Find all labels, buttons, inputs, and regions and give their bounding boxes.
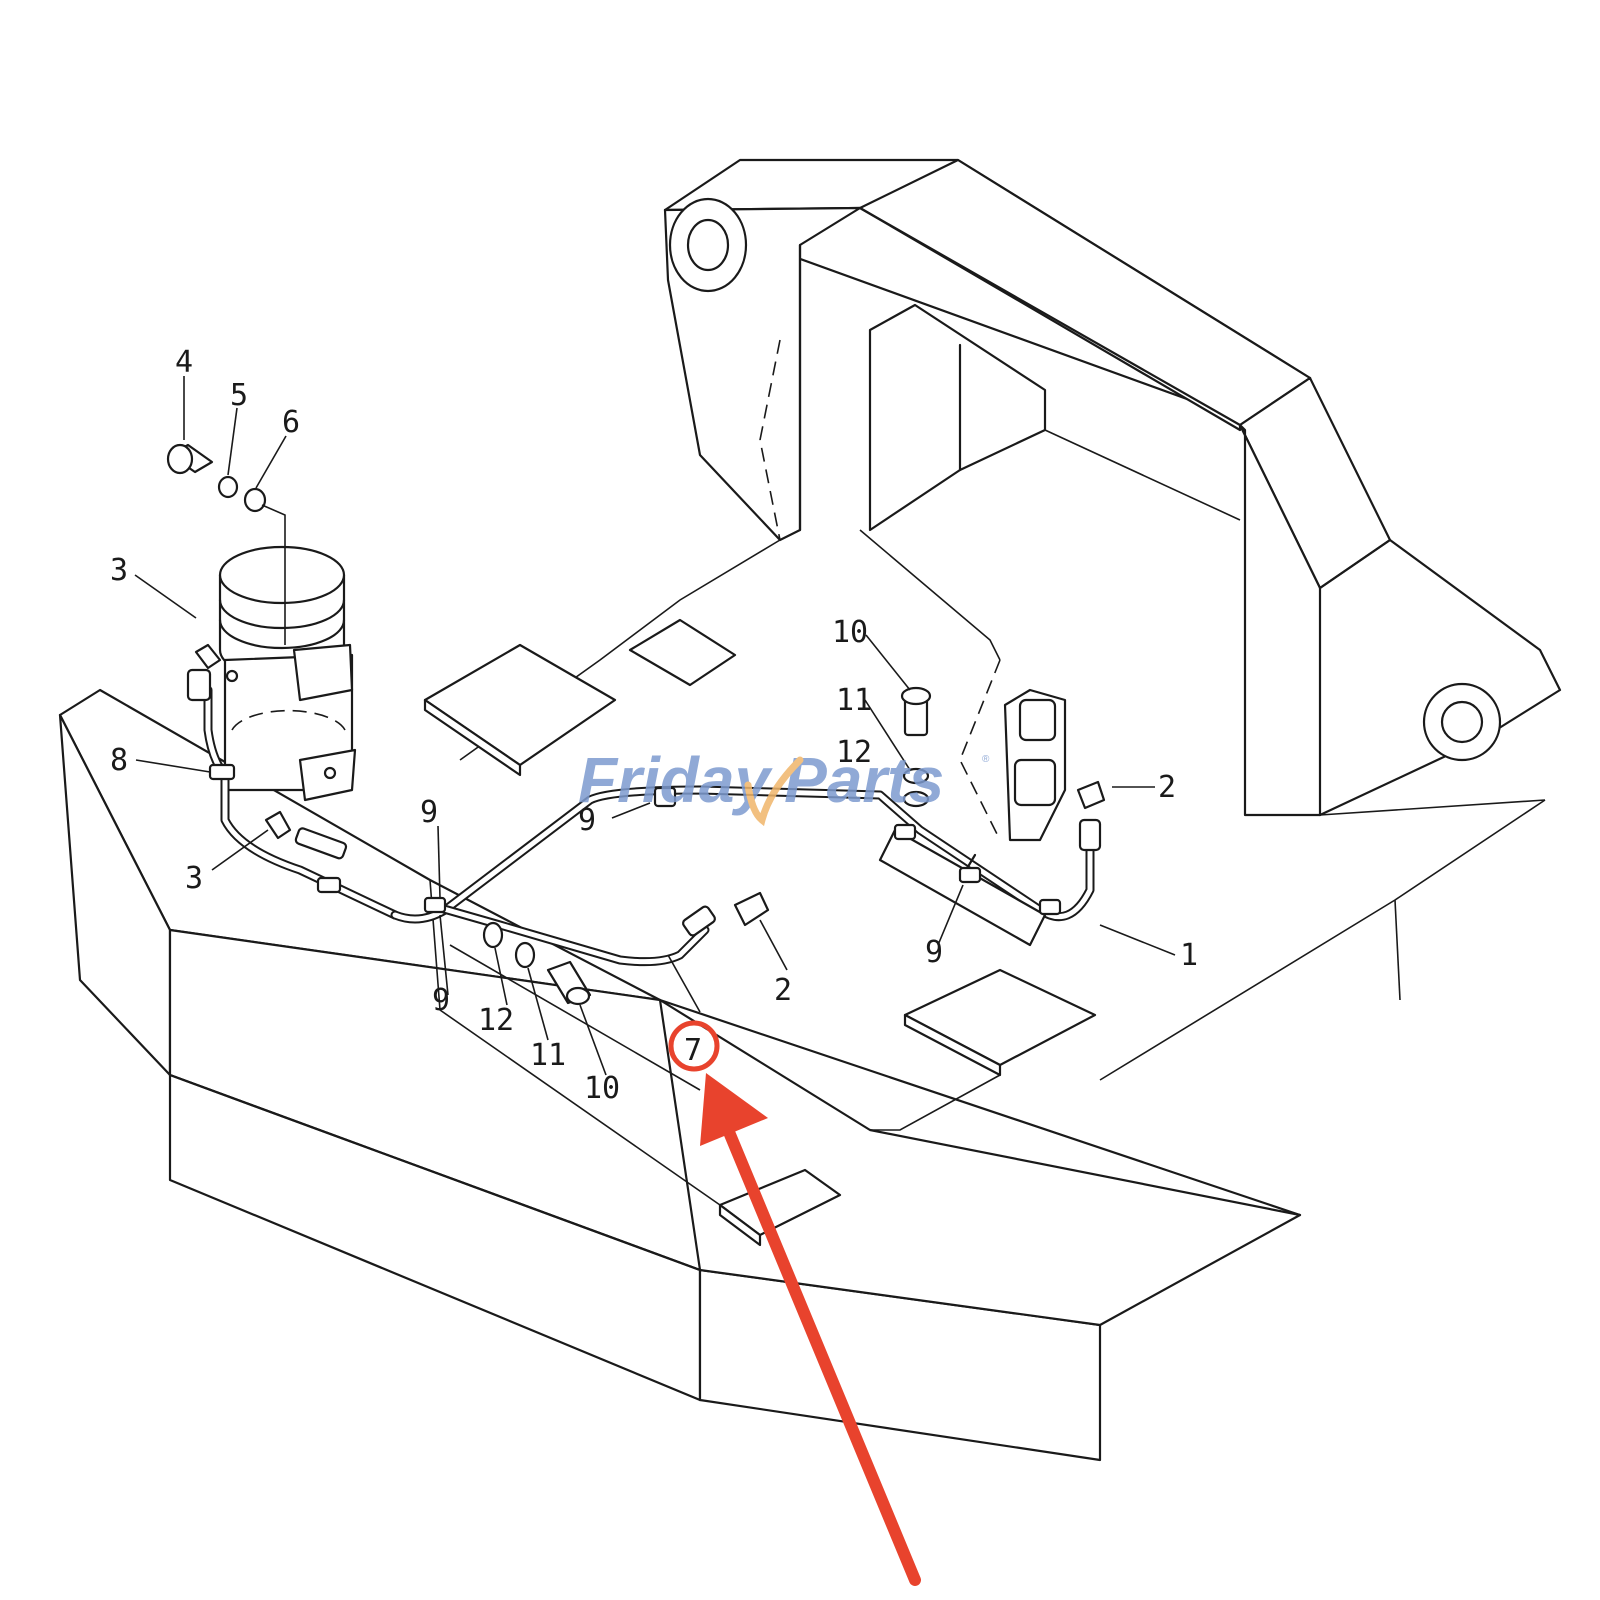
callout-10-right: 10 — [832, 615, 868, 650]
callout-11-right: 11 — [836, 683, 872, 718]
highlight-circle — [668, 1020, 720, 1072]
callout-10-bottom: 10 — [584, 1071, 620, 1106]
callout-9-left: 9 — [432, 983, 450, 1018]
hose-lines — [166, 443, 1106, 1006]
highlight-arrow-shaft — [718, 1114, 921, 1586]
watermark-parts: Parts — [784, 744, 944, 816]
callout-6: 6 — [282, 405, 300, 440]
callout-3-top: 3 — [110, 553, 128, 588]
callout-5: 5 — [230, 378, 248, 413]
callout-12-right: 12 — [836, 735, 872, 770]
callout-9-top: 9 — [420, 795, 438, 830]
part-7-highlight — [668, 1020, 921, 1586]
callout-7: 7 — [684, 1033, 702, 1068]
callout-11-bottom: 11 — [530, 1038, 566, 1073]
callout-8: 8 — [110, 743, 128, 778]
callout-9-right: 9 — [925, 935, 943, 970]
callout-4: 4 — [175, 345, 193, 380]
callout-2-mid: 2 — [774, 973, 792, 1008]
watermark-reg-mark: ® — [982, 754, 990, 765]
callout-9-mid: 9 — [578, 803, 596, 838]
callout-3-bottom: 3 — [185, 861, 203, 896]
callout-2-right: 2 — [1158, 770, 1176, 805]
leader-lines — [134, 376, 1176, 1076]
watermark-swoosh — [744, 756, 804, 827]
watermark-friday: Friday — [578, 744, 773, 816]
callout-12-bottom: 12 — [478, 1003, 514, 1038]
highlight-arrow-head — [700, 1073, 768, 1146]
compressor-assembly — [218, 545, 357, 802]
chassis-frame — [58, 158, 1562, 1462]
callout-labels: 4 5 6 3 8 3 10 11 12 2 1 9 9 9 9 2 7 12 … — [110, 345, 1198, 1106]
callout-1: 1 — [1180, 938, 1198, 973]
